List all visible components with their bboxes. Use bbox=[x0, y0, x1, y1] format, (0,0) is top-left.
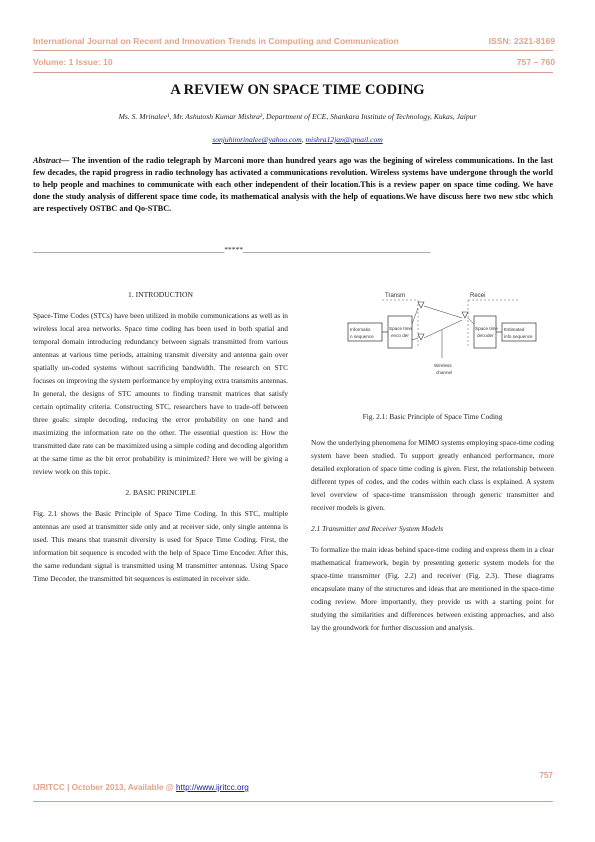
space-time-decoder-box bbox=[473, 315, 497, 349]
page-number: 757 bbox=[539, 771, 553, 780]
email-link-1[interactable]: sonjuhimrinalee@yahoo.com bbox=[212, 135, 302, 144]
right-column: Now the underlying phenomena for MIMO sy… bbox=[311, 436, 554, 642]
box4-line1: Estimated bbox=[504, 327, 525, 332]
authors-affiliation: Ms. S. Mrinalee¹, Mr. Ashutosh Kumar Mis… bbox=[118, 112, 477, 121]
basic-principle-heading: 2. BASIC PRINCIPLE bbox=[125, 488, 196, 497]
box4-line2: info sequence bbox=[504, 334, 533, 339]
footer-rule bbox=[33, 801, 553, 802]
channel-path-1 bbox=[423, 305, 463, 319]
estimated-sequence-box bbox=[501, 322, 537, 342]
tx-antenna-2-icon bbox=[417, 333, 425, 341]
space-time-encoder-box bbox=[387, 315, 413, 349]
left-column: 1. INTRODUCTION Space-Time Codes (STCs) … bbox=[33, 288, 288, 593]
email-link-2[interactable]: mishra12jan@gmail.com bbox=[305, 135, 383, 144]
channel-label-line1: Wireless bbox=[434, 363, 452, 368]
box2-line2: enco der bbox=[391, 333, 409, 338]
box3-line1: Space time bbox=[475, 326, 498, 331]
box3-line2: decoder bbox=[477, 333, 494, 338]
tx-feed-2 bbox=[411, 337, 419, 341]
rx-feed bbox=[467, 317, 475, 325]
box1-line1: Informatio bbox=[350, 327, 371, 332]
footer-text: IJRITCC | October 2013, Available @ bbox=[33, 783, 176, 792]
figure-caption: Fig. 2.1: Basic Principle of Space Time … bbox=[362, 412, 503, 421]
channel-label-line2: channel bbox=[436, 370, 452, 375]
basic-principle-paragraph: Fig. 2.1 shows the Basic Principle of Sp… bbox=[33, 509, 288, 583]
system-models-paragraph: To formalize the main ideas behind space… bbox=[311, 545, 554, 632]
intro-heading: 1. INTRODUCTION bbox=[128, 290, 193, 299]
journal-name: International Journal on Recent and Inno… bbox=[33, 36, 399, 46]
abstract-label: Abstract— bbox=[33, 156, 70, 165]
channel-path-2 bbox=[423, 319, 463, 339]
email-separator: , bbox=[301, 135, 306, 144]
mimo-paragraph: Now the underlying phenomena for MIMO sy… bbox=[311, 438, 554, 512]
box2-line1: Space time bbox=[389, 326, 412, 331]
paper-title: A REVIEW ON SPACE TIME CODING bbox=[170, 82, 425, 98]
volume-issue: Volume: 1 Issue: 10 bbox=[33, 57, 113, 67]
volume-header: Volume: 1 Issue: 10 757 – 760 bbox=[33, 57, 555, 67]
header-rule-2 bbox=[33, 72, 553, 73]
abstract: Abstract— The invention of the radio tel… bbox=[33, 155, 553, 215]
journal-link[interactable]: http://www.ijritcc.org bbox=[176, 783, 249, 792]
page-range: 757 – 760 bbox=[516, 57, 555, 67]
tx-antenna-1-icon bbox=[417, 301, 425, 309]
transmitter-label: Transm bbox=[385, 293, 405, 299]
subsection-heading: 2.1 Transmitter and Receiver System Mode… bbox=[311, 524, 444, 533]
box1-line2: n sequence bbox=[350, 334, 374, 339]
tx-feed-1 bbox=[411, 307, 419, 325]
author-emails: sonjuhimrinalee@yahoo.com, mishra12jan@g… bbox=[0, 135, 595, 144]
section-divider: ________________________________________… bbox=[33, 245, 431, 254]
running-header: International Journal on Recent and Inno… bbox=[33, 36, 555, 46]
page-footer: 757 IJRITCC | October 2013, Available @ … bbox=[33, 771, 553, 792]
issn: ISSN: 2321-8169 bbox=[488, 36, 555, 46]
rx-antenna-icon bbox=[461, 311, 469, 319]
header-rule bbox=[33, 50, 553, 51]
intro-paragraph: Space-Time Codes (STCs) have been utiliz… bbox=[33, 311, 288, 476]
stc-block-diagram: Transm Recei Informatio n sequence Space… bbox=[347, 293, 537, 375]
receiver-label: Recei bbox=[470, 293, 485, 299]
abstract-text: The invention of the radio telegraph by … bbox=[33, 156, 553, 213]
